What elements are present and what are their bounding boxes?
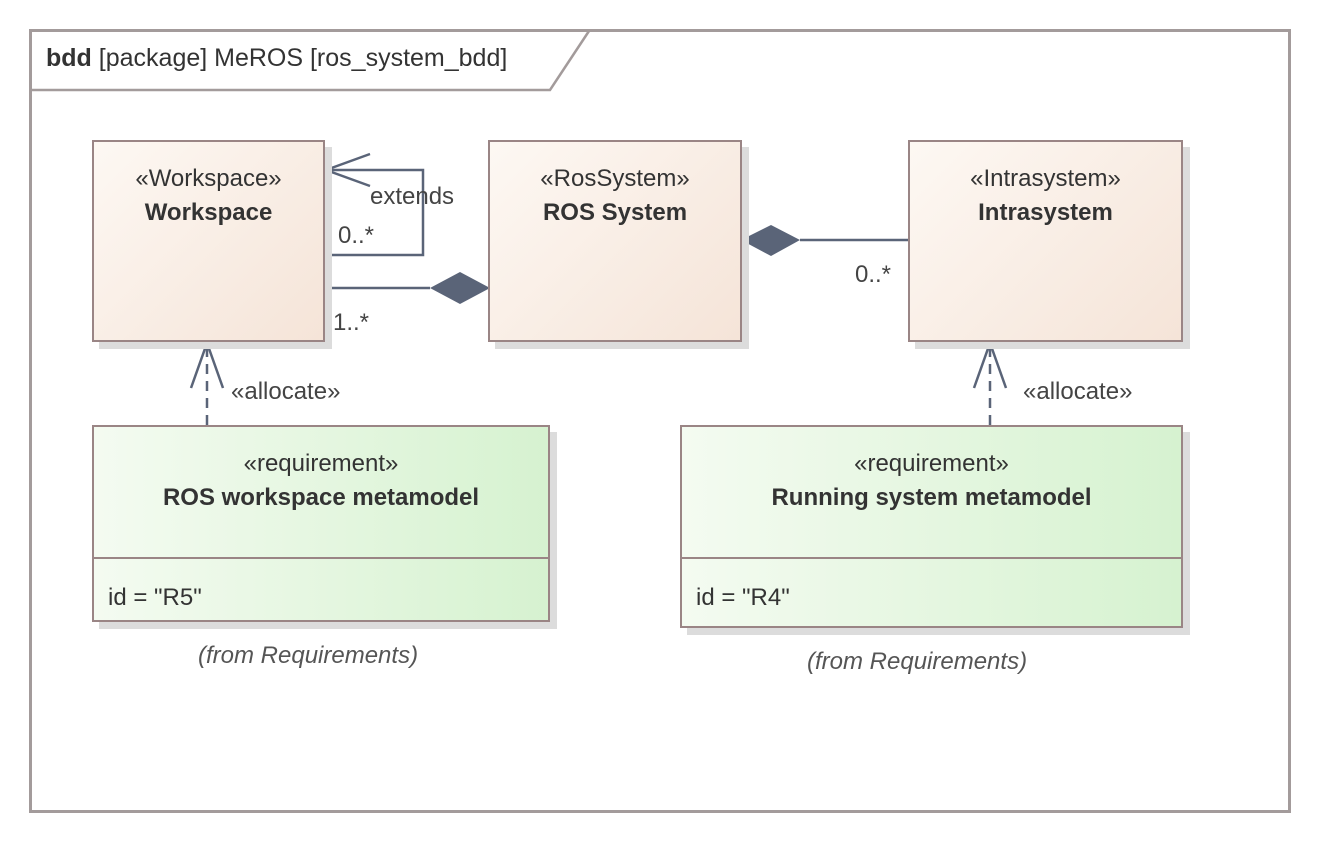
composition-diamond-icon [741, 225, 800, 256]
workspace-stereotype: «Workspace» [135, 165, 282, 192]
requirement-r4-block[interactable]: «requirement» Running system metamodel i… [680, 425, 1183, 628]
allocate-dependency-left[interactable] [189, 339, 225, 425]
frame-kind: bdd [46, 44, 92, 72]
requirement-r5-stereotype: «requirement» [243, 450, 399, 477]
requirement-r4-header: «requirement» Running system metamodel [682, 449, 1181, 559]
ros-system-name: ROS System [542, 199, 688, 226]
intrasystem-composition-multiplicity: 0..* [855, 261, 892, 288]
requirement-r4-id: id = "R4" [696, 584, 790, 611]
workspace-block[interactable]: «Workspace» Workspace [92, 140, 325, 342]
open-arrowhead-icon [322, 152, 371, 188]
composition-diamond-icon [430, 272, 490, 304]
requirement-r5-block[interactable]: «requirement» ROS workspace metamodel id… [92, 425, 550, 622]
open-arrowhead-icon [189, 339, 225, 389]
intrasystem-name: Intrasystem [978, 199, 1113, 226]
intrasystem-block[interactable]: «Intrasystem» Intrasystem [908, 140, 1183, 342]
open-arrowhead-icon [972, 339, 1008, 389]
requirement-r5-id: id = "R5" [108, 584, 202, 611]
diagram-frame [29, 29, 1291, 813]
requirement-r5-header: «requirement» ROS workspace metamodel [94, 449, 548, 559]
requirement-r4-name: Running system metamodel [771, 484, 1092, 511]
extends-label: extends [370, 183, 455, 210]
ros-system-block[interactable]: «RosSystem» ROS System [488, 140, 742, 342]
requirement-r4-stereotype: «requirement» [854, 450, 1009, 477]
allocate-left-label: «allocate» [231, 378, 341, 405]
frame-title: bdd [package] MeROS [ros_system_bdd] [46, 43, 507, 73]
extends-association[interactable] [322, 152, 425, 257]
composition-rossystem-intrasystem[interactable] [741, 225, 909, 256]
workspace-name: Workspace [144, 199, 273, 226]
requirement-r5-origin: (from Requirements) [198, 642, 419, 669]
frame-name: [package] MeROS [ros_system_bdd] [98, 44, 508, 72]
requirement-r5-name: ROS workspace metamodel [162, 484, 480, 511]
requirement-r4-origin: (from Requirements) [807, 648, 1028, 675]
ros-system-stereotype: «RosSystem» [540, 165, 690, 192]
workspace-composition-multiplicity: 1..* [333, 309, 370, 336]
extends-multiplicity: 0..* [338, 222, 375, 249]
intrasystem-stereotype: «Intrasystem» [970, 165, 1121, 192]
allocate-dependency-right[interactable] [972, 339, 1008, 425]
composition-workspace-rossystem[interactable] [324, 272, 490, 304]
allocate-right-label: «allocate» [1023, 378, 1133, 405]
